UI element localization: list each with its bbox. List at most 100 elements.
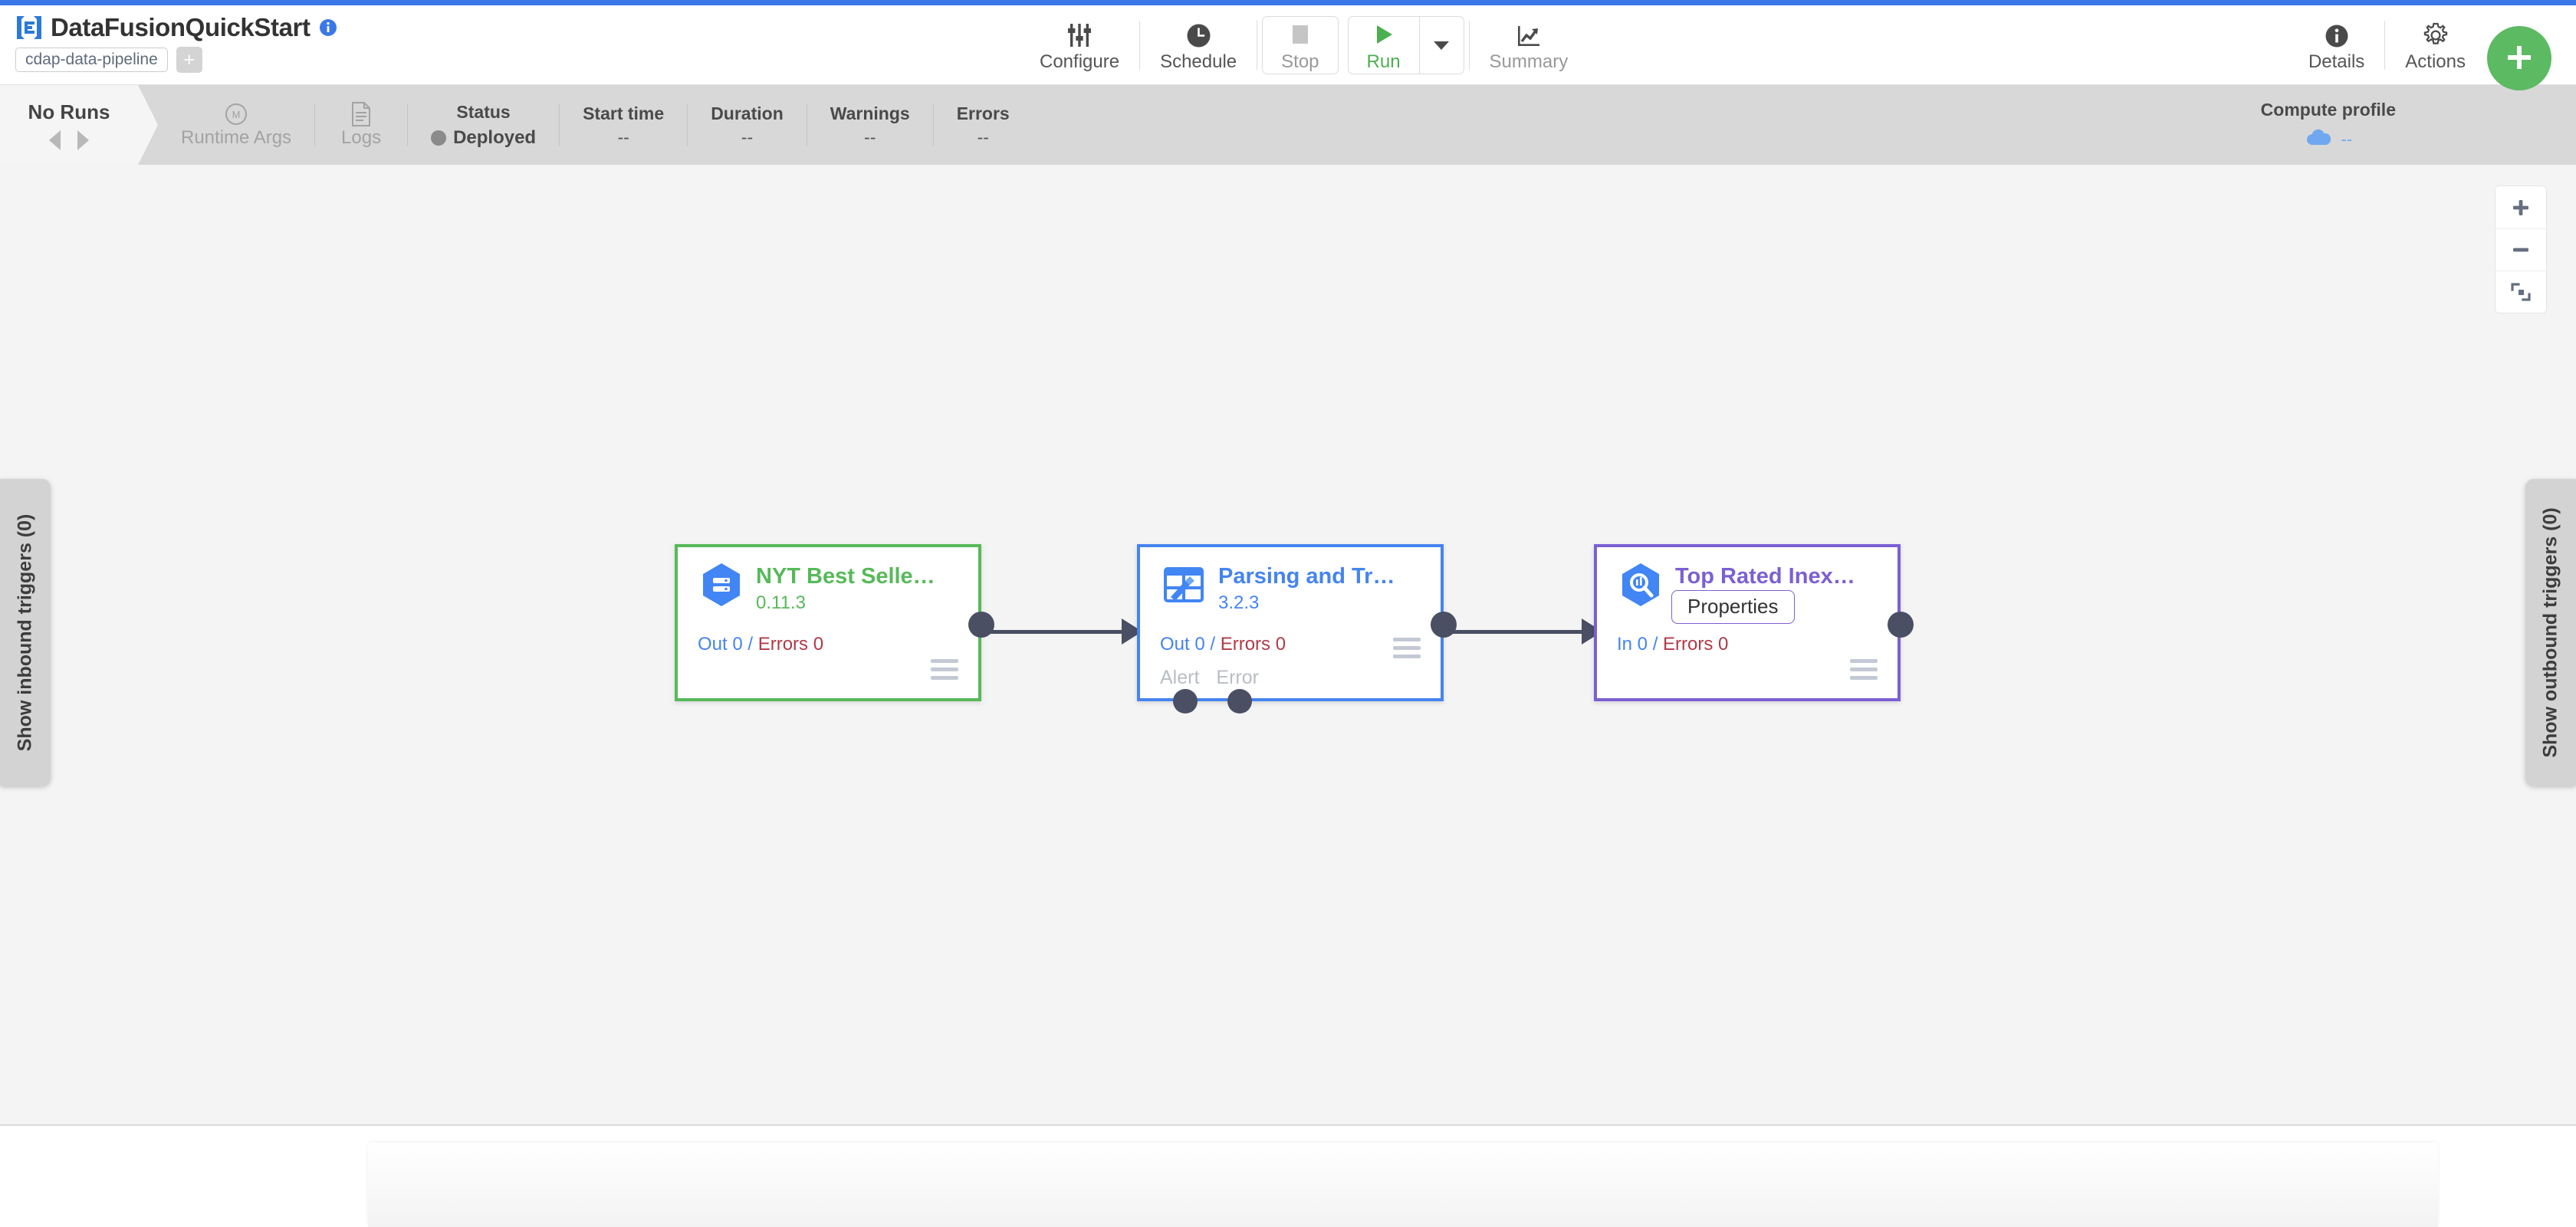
node-title: Parsing and Tr… — [1218, 564, 1395, 589]
summary-label: Summary — [1489, 51, 1569, 72]
pipeline-node-transform[interactable]: Parsing and Tr… 3.2.3 Out 0 / Errors 0 A… — [1137, 544, 1457, 714]
summary-button: Summary — [1470, 5, 1589, 85]
info-circle-icon — [2325, 19, 2349, 48]
zoom-in-button[interactable] — [2496, 186, 2546, 228]
pipeline-meta-row: cdap-data-pipeline + — [15, 47, 337, 73]
node-output-endpoint[interactable] — [968, 612, 994, 638]
node-output-endpoint[interactable] — [1431, 612, 1457, 638]
run-status-bar: No Runs M Runtime Args — [0, 85, 2576, 165]
triangle-right-icon[interactable] — [77, 130, 89, 150]
top-accent-bar — [0, 0, 2576, 5]
warnings-value: -- — [864, 127, 876, 147]
node-title-block: NYT Best Selle… 0.11.3 — [756, 561, 935, 612]
outbound-triggers-tab[interactable]: Show outbound triggers (0) — [2525, 479, 2576, 786]
schedule-button[interactable]: Schedule — [1140, 5, 1257, 85]
cloud-icon — [2305, 128, 2332, 150]
node-error-count: Errors 0 — [1220, 634, 1286, 655]
info-icon[interactable] — [319, 19, 337, 36]
node-header: Top Rated Inex… — [1597, 547, 1898, 609]
node-ports: Alert Error — [1160, 667, 1259, 689]
logs-button[interactable]: Logs — [315, 85, 407, 165]
pipeline-graph: NYT Best Selle… 0.11.3 Out 0 / Errors 0 — [0, 165, 2576, 1124]
errors-header: Errors — [956, 103, 1010, 123]
node-header: NYT Best Selle… 0.11.3 — [678, 547, 978, 612]
runtime-args-label: Runtime Args — [181, 127, 292, 148]
add-entity-fab[interactable] — [2487, 26, 2551, 90]
triangle-left-icon[interactable] — [49, 130, 61, 150]
node-port-error: Error — [1216, 667, 1259, 688]
actions-label: Actions — [2405, 51, 2466, 72]
pipeline-toolbar: Configure Schedule Stop — [1020, 5, 1588, 85]
clock-icon — [1186, 19, 1211, 48]
status-dot-icon — [431, 130, 447, 146]
node-error-endpoint[interactable] — [1227, 689, 1252, 714]
run-button-group: Run — [1347, 16, 1464, 74]
node-title-block: Top Rated Inex… — [1675, 561, 1855, 589]
node-version: 3.2.3 — [1218, 592, 1260, 614]
inbound-triggers-label: Show inbound triggers (0) — [14, 513, 36, 751]
configure-button[interactable]: Configure — [1020, 5, 1139, 85]
metric-divider — [932, 103, 934, 146]
start-time-cell: Start time -- — [560, 85, 687, 165]
pipeline-node-source[interactable]: NYT Best Selle… 0.11.3 Out 0 / Errors 0 — [675, 544, 994, 701]
cdap-logo-icon — [15, 15, 43, 41]
metric-divider — [314, 103, 316, 146]
line-chart-icon — [1516, 19, 1542, 48]
status-header: Status — [456, 101, 511, 122]
runtime-args-button[interactable]: M Runtime Args — [158, 85, 314, 165]
details-button[interactable]: Details — [2288, 5, 2384, 85]
runs-pane-arrow — [138, 85, 158, 165]
artifact-type-badge[interactable]: cdap-data-pipeline — [15, 48, 168, 72]
runs-navigation — [49, 130, 89, 150]
macro-m-icon: M — [225, 101, 248, 127]
duration-header: Duration — [711, 103, 784, 123]
node-version: 0.11.3 — [756, 592, 806, 614]
node-title: Top Rated Inex… — [1675, 564, 1855, 589]
pipeline-canvas[interactable]: Show inbound triggers (0) Show outbound … — [0, 165, 2576, 1126]
node-menu-icon[interactable] — [931, 659, 958, 684]
node-menu-icon[interactable] — [1393, 638, 1421, 663]
schedule-label: Schedule — [1160, 51, 1237, 72]
toolbar-divider — [1139, 21, 1141, 70]
status-cell: Status Deployed — [408, 85, 559, 165]
node-error-count: Errors 0 — [1663, 634, 1729, 655]
stop-button: Stop — [1262, 16, 1339, 74]
node-menu-icon[interactable] — [1850, 659, 1878, 684]
node-metrics: In 0 / Errors 0 — [1617, 634, 1729, 655]
outbound-triggers-label: Show outbound triggers (0) — [2539, 507, 2561, 758]
add-tag-button[interactable]: + — [176, 47, 202, 73]
compute-profile-value-row: -- — [2305, 128, 2352, 150]
footer-panel — [368, 1143, 2438, 1227]
footer-area — [0, 1127, 2576, 1227]
connector-source-to-transform[interactable] — [989, 618, 1142, 645]
errors-value: -- — [977, 127, 989, 147]
toolbar-divider — [1468, 21, 1470, 70]
start-time-value: -- — [617, 127, 629, 147]
logs-label: Logs — [341, 127, 382, 148]
stop-square-icon — [1289, 19, 1312, 48]
node-out-count: Out 0 — [698, 634, 743, 655]
node-in-count: In 0 — [1617, 634, 1648, 655]
svg-text:M: M — [232, 109, 241, 120]
actions-button[interactable]: Actions — [2385, 5, 2486, 85]
document-icon — [351, 101, 371, 127]
inbound-triggers-tab[interactable]: Show inbound triggers (0) — [0, 479, 51, 786]
status-badge: Deployed — [431, 127, 536, 149]
node-alert-endpoint[interactable] — [1173, 689, 1198, 714]
run-options-caret[interactable] — [1418, 17, 1464, 74]
node-error-count: Errors 0 — [757, 634, 824, 655]
compute-profile-header: Compute profile — [2260, 100, 2396, 120]
status-metrics: M Runtime Args Logs Status — [158, 85, 1033, 165]
duration-value: -- — [741, 127, 754, 147]
compute-profile-cell[interactable]: Compute profile -- — [2261, 85, 2396, 165]
zoom-out-button[interactable] — [2496, 228, 2546, 271]
errors-cell: Errors -- — [934, 85, 1033, 165]
node-output-endpoint[interactable] — [1888, 612, 1914, 638]
run-button[interactable]: Run — [1349, 17, 1419, 74]
pipeline-title-block: DataFusionQuickStart cdap-data-pipeline … — [15, 11, 337, 73]
fit-to-screen-button[interactable] — [2496, 271, 2546, 313]
duration-cell: Duration -- — [688, 85, 807, 165]
connector-transform-to-sink[interactable] — [1449, 618, 1602, 645]
properties-tooltip[interactable]: Properties — [1671, 590, 1795, 624]
gear-icon — [2423, 19, 2449, 48]
